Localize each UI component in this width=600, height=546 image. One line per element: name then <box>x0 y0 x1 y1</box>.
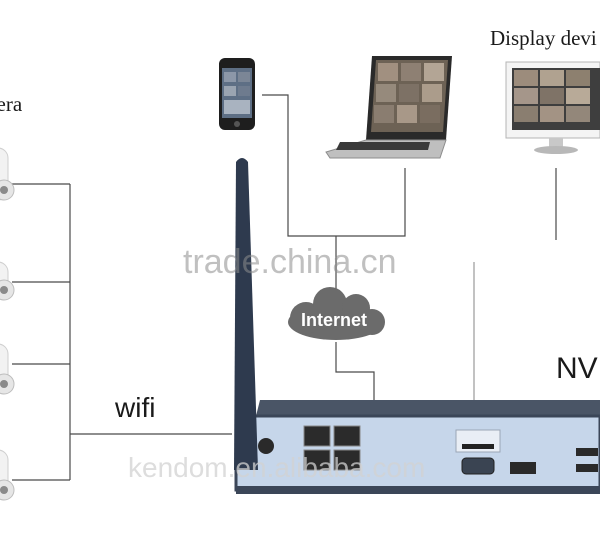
smartphone-icon <box>219 58 255 130</box>
internet-label: Internet <box>301 310 368 330</box>
watermark-kendom: kendom.en.alibaba.com <box>128 452 426 483</box>
wifi-camera-2 <box>0 261 15 301</box>
wifi-label: wifi <box>115 392 156 423</box>
camera-bus-lines <box>12 183 232 481</box>
monitor-icon <box>505 61 600 154</box>
antenna-icon <box>234 158 274 470</box>
watermark-trade: trade.china.cn <box>183 243 397 281</box>
display-device-label: Display devi <box>490 26 597 50</box>
laptop-icon <box>325 56 452 159</box>
wifi-camera-3 <box>0 343 15 395</box>
nvr-device <box>234 400 600 494</box>
camera-label: nera <box>0 92 23 116</box>
nvr-label: NVI <box>556 352 600 385</box>
wifi-camera-1 <box>0 147 15 201</box>
wifi-camera-4 <box>0 449 15 501</box>
internet-cloud-icon <box>288 287 385 340</box>
